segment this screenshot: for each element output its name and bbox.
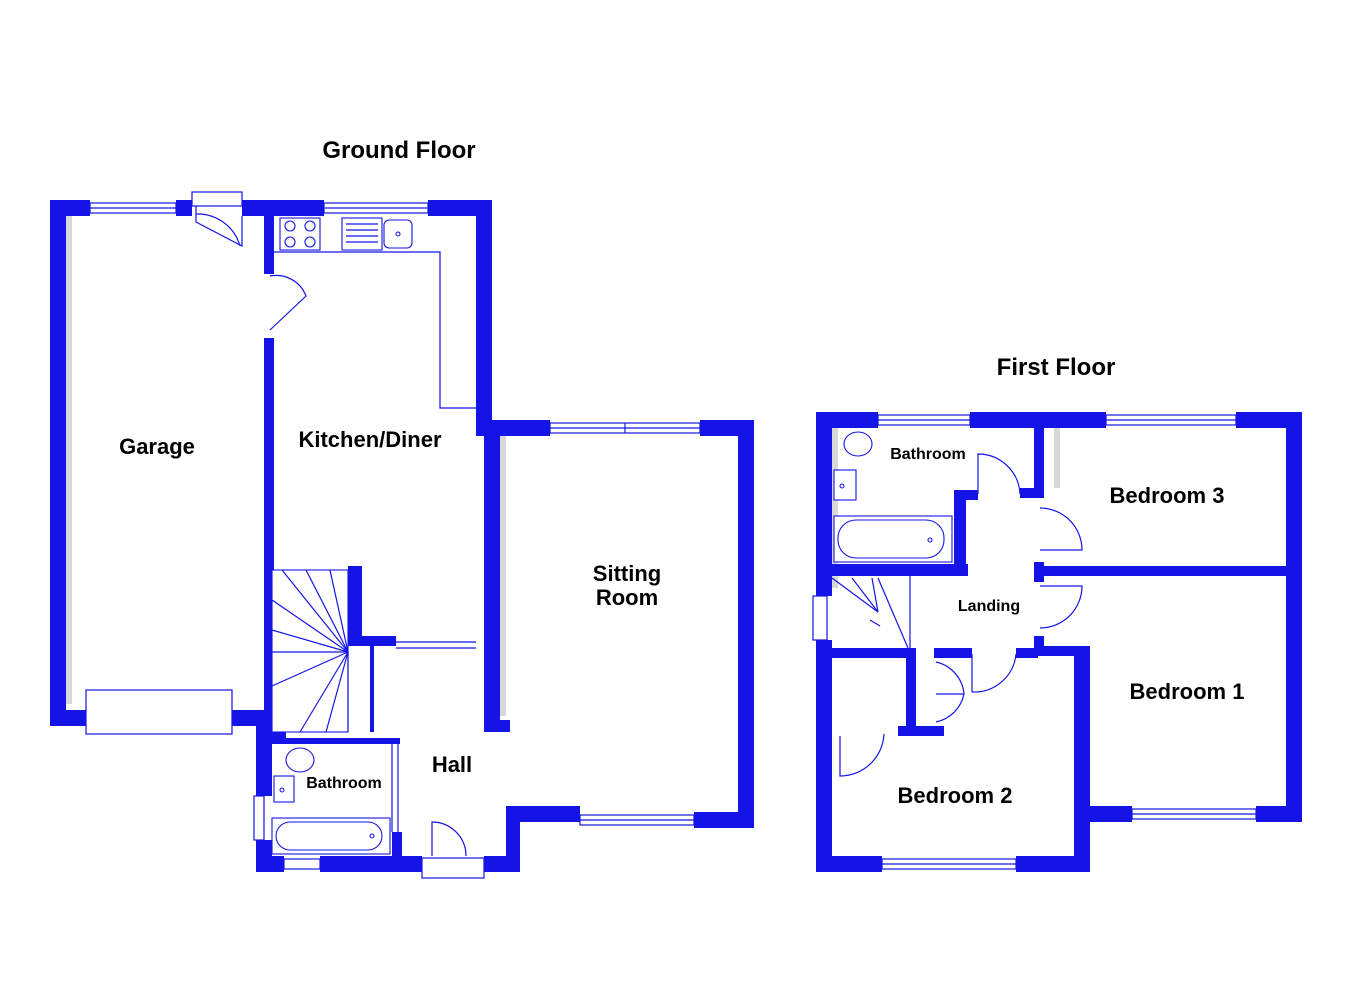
first-bath-icon (833, 515, 953, 563)
sitting-room-east-wall (738, 420, 754, 828)
ground-floor-title: Ground Floor (322, 137, 475, 164)
garage-west-wall (50, 200, 66, 726)
ground-toilet-icon (285, 747, 315, 773)
sink-icon (341, 217, 413, 251)
kitchen-diner-label: Kitchen/Diner (298, 427, 441, 452)
first-bathroom-window (877, 414, 971, 426)
bedroom3-window (1105, 414, 1237, 426)
bedroom1-window (1131, 808, 1257, 820)
first-bathroom-door (977, 453, 1021, 495)
ground-bath-icon (271, 817, 391, 855)
landing-window (812, 595, 828, 641)
first-floor-east-wall (1286, 412, 1302, 822)
front-door (421, 821, 485, 879)
sitting-room-front-window (579, 814, 695, 826)
first-staircase-icon (831, 576, 911, 649)
bedroom2-door (971, 653, 1017, 693)
kitchen-worktop (274, 251, 476, 409)
bedroom-dividing-wall (1034, 566, 1302, 576)
landing-label: Landing (958, 598, 1020, 615)
bedroom2-cupboard-door (839, 733, 885, 777)
bedroom2-label: Bedroom 2 (898, 783, 1013, 808)
bedroom1-label: Bedroom 1 (1130, 679, 1245, 704)
bedroom1-door (1039, 585, 1083, 629)
first-basin-icon (833, 469, 857, 501)
ground-bathroom-window (253, 795, 321, 870)
garage-back-door (195, 202, 243, 247)
bedroom3-door (1039, 507, 1083, 551)
garage-window (89, 202, 177, 214)
kitchen-window (323, 202, 429, 214)
garage-east-wall (264, 338, 274, 726)
sitting-room-label-line1: Sitting (593, 561, 661, 586)
sitting-room-label-line2: Room (596, 585, 658, 610)
ground-bathroom-label: Bathroom (306, 775, 382, 792)
bedroom2-window (881, 858, 1017, 870)
sitting-room-rear-window (549, 422, 701, 434)
garage-label: Garage (119, 434, 195, 459)
kitchen-east-wall (476, 200, 492, 436)
bedroom3-label: Bedroom 3 (1110, 483, 1225, 508)
hall-label: Hall (432, 752, 472, 777)
ground-staircase-icon (271, 569, 349, 733)
ground-floor-plan (50, 191, 754, 879)
first-floor-plan (812, 412, 1302, 872)
first-floor-title: First Floor (997, 354, 1116, 381)
first-toilet-icon (843, 431, 873, 457)
ground-basin-icon (273, 775, 295, 803)
hob-icon (279, 217, 321, 251)
kitchen-door (269, 274, 307, 331)
first-bathroom-label: Bathroom (890, 446, 966, 463)
cupboard-door (935, 661, 965, 695)
garage-door (85, 689, 233, 735)
